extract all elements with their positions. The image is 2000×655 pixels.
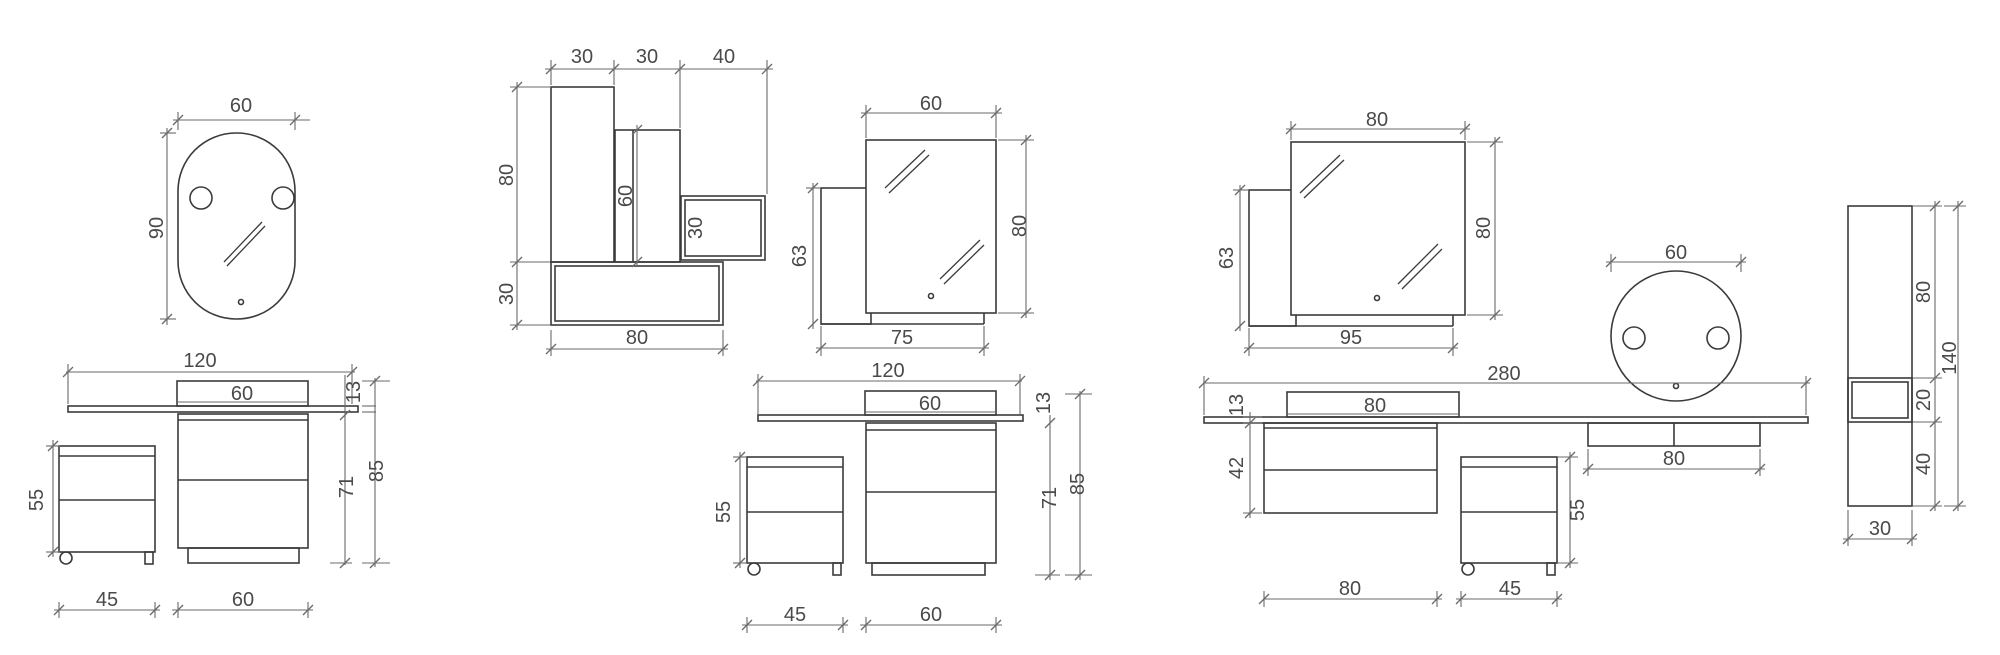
mirror-cabinet-60 bbox=[865, 139, 997, 314]
dim-v6-top-width: 280 bbox=[1487, 363, 1520, 385]
view-3-mirror-cabinet-60: 60 80 63 75 bbox=[789, 93, 1034, 356]
dim-v2-tall-height: 80 bbox=[496, 164, 518, 186]
dim-v4-drawer-width: 45 bbox=[784, 604, 806, 626]
dim-v6-cabinet-width: 80 bbox=[1339, 578, 1361, 600]
view-7-tall-column: 80 20 40 140 30 bbox=[1842, 200, 1966, 546]
tall-column bbox=[1847, 205, 1913, 507]
mirror-light-left bbox=[189, 186, 213, 210]
dim-v1-cabinet-height: 71 bbox=[336, 476, 358, 498]
mirror-switch bbox=[237, 298, 245, 306]
dim-v1-top-thickness: 13 bbox=[343, 381, 365, 403]
dim-v5-mirror-width: 80 bbox=[1366, 109, 1388, 131]
dim-v2-mid-height: 60 bbox=[615, 185, 637, 207]
dim-v5-cabinet-height: 63 bbox=[1216, 247, 1238, 269]
view-1-oval-mirror-vanity: 60 90 120 60 55 bbox=[26, 95, 390, 618]
dim-v7-upper-height: 80 bbox=[1913, 281, 1935, 303]
column-niche bbox=[1847, 377, 1913, 423]
cabinet-plinth bbox=[871, 562, 986, 576]
mirror-glare bbox=[223, 221, 266, 267]
dim-v7-total-height: 140 bbox=[1939, 341, 1961, 374]
hanging-cabinet bbox=[1263, 422, 1438, 514]
dim-v4-top-width: 120 bbox=[871, 360, 904, 382]
tall-wall-unit bbox=[550, 86, 615, 263]
dim-v5-cabinet-width: 95 bbox=[1340, 327, 1362, 349]
view-6-vanity-280: 60 280 80 80 13 42 bbox=[1198, 242, 1812, 607]
basin bbox=[176, 380, 309, 407]
oval-mirror bbox=[177, 132, 296, 320]
main-cabinet bbox=[177, 413, 309, 549]
dim-v6-basin-width: 80 bbox=[1364, 395, 1386, 417]
dim-v1-basin-width: 60 bbox=[231, 383, 253, 405]
dim-v1-mirror-height: 90 bbox=[146, 217, 168, 239]
side-cabinet bbox=[1248, 189, 1297, 327]
bottom-open-unit bbox=[550, 261, 724, 326]
drawer-unit bbox=[746, 456, 844, 564]
dim-v2-bottom-height: 30 bbox=[496, 283, 518, 305]
drawer-unit bbox=[1460, 456, 1558, 564]
dim-v6-cabinet-height: 42 bbox=[1226, 457, 1248, 479]
mirror-cabinet-80 bbox=[1290, 141, 1466, 316]
view-5-mirror-cabinet-80: 80 80 63 95 bbox=[1216, 109, 1503, 356]
dim-v6-drawer-width: 45 bbox=[1499, 578, 1521, 600]
view-2-wall-units: 30 30 40 80 30 60 30 80 bbox=[496, 46, 773, 356]
dim-v1-total-height: 85 bbox=[366, 460, 388, 482]
open-box-unit bbox=[680, 195, 766, 261]
dim-v3-cabinet-height: 63 bbox=[789, 245, 811, 267]
mirror-light-right bbox=[271, 186, 295, 210]
dim-v1-mirror-width: 60 bbox=[230, 95, 252, 117]
dim-v6-shelf-width: 80 bbox=[1663, 448, 1685, 470]
dim-v4-drawer-height: 55 bbox=[713, 501, 735, 523]
basin bbox=[1286, 391, 1460, 418]
dim-v7-width: 30 bbox=[1869, 518, 1891, 540]
dim-v3-mirror-width: 60 bbox=[920, 93, 942, 115]
dim-v7-lower-height: 40 bbox=[1913, 453, 1935, 475]
main-cabinet bbox=[865, 422, 997, 564]
dim-v6-mirror-width: 60 bbox=[1665, 242, 1687, 264]
dim-v6-top-thickness: 13 bbox=[1226, 394, 1248, 416]
worktop bbox=[757, 414, 1024, 422]
dim-v6-drawer-height: 55 bbox=[1567, 499, 1589, 521]
dim-v2-unit-b-width: 30 bbox=[636, 46, 658, 68]
view-4-vanity-120: 120 60 55 71 85 13 45 bbox=[713, 360, 1092, 633]
worktop bbox=[67, 405, 359, 413]
dim-v4-cabinet-width: 60 bbox=[920, 604, 942, 626]
worktop bbox=[1203, 416, 1809, 424]
dim-v3-cabinet-width: 75 bbox=[891, 327, 913, 349]
dim-v2-bottom-width: 80 bbox=[626, 327, 648, 349]
dim-v7-niche-height: 20 bbox=[1913, 389, 1935, 411]
dim-v1-top-width: 120 bbox=[183, 350, 216, 372]
dim-v5-mirror-height: 80 bbox=[1473, 217, 1495, 239]
dim-v4-basin-width: 60 bbox=[919, 393, 941, 415]
dim-v3-mirror-height: 80 bbox=[1009, 215, 1031, 237]
dim-v1-drawer-width: 45 bbox=[96, 589, 118, 611]
dim-v4-top-thickness: 13 bbox=[1033, 392, 1055, 414]
cabinet-plinth bbox=[187, 547, 300, 564]
dim-v2-unit-a-width: 30 bbox=[571, 46, 593, 68]
dim-v1-drawer-height: 55 bbox=[26, 489, 48, 511]
drawer-unit bbox=[58, 445, 156, 553]
dim-v4-total-height: 85 bbox=[1067, 473, 1089, 495]
dim-v2-box-height: 30 bbox=[685, 217, 707, 239]
dim-v1-cabinet-width: 60 bbox=[232, 589, 254, 611]
dim-v4-cabinet-height: 71 bbox=[1039, 487, 1061, 509]
side-cabinet bbox=[820, 187, 872, 325]
round-mirror bbox=[1610, 270, 1742, 402]
dim-v2-unit-c-width: 40 bbox=[713, 46, 735, 68]
basin bbox=[864, 390, 997, 416]
